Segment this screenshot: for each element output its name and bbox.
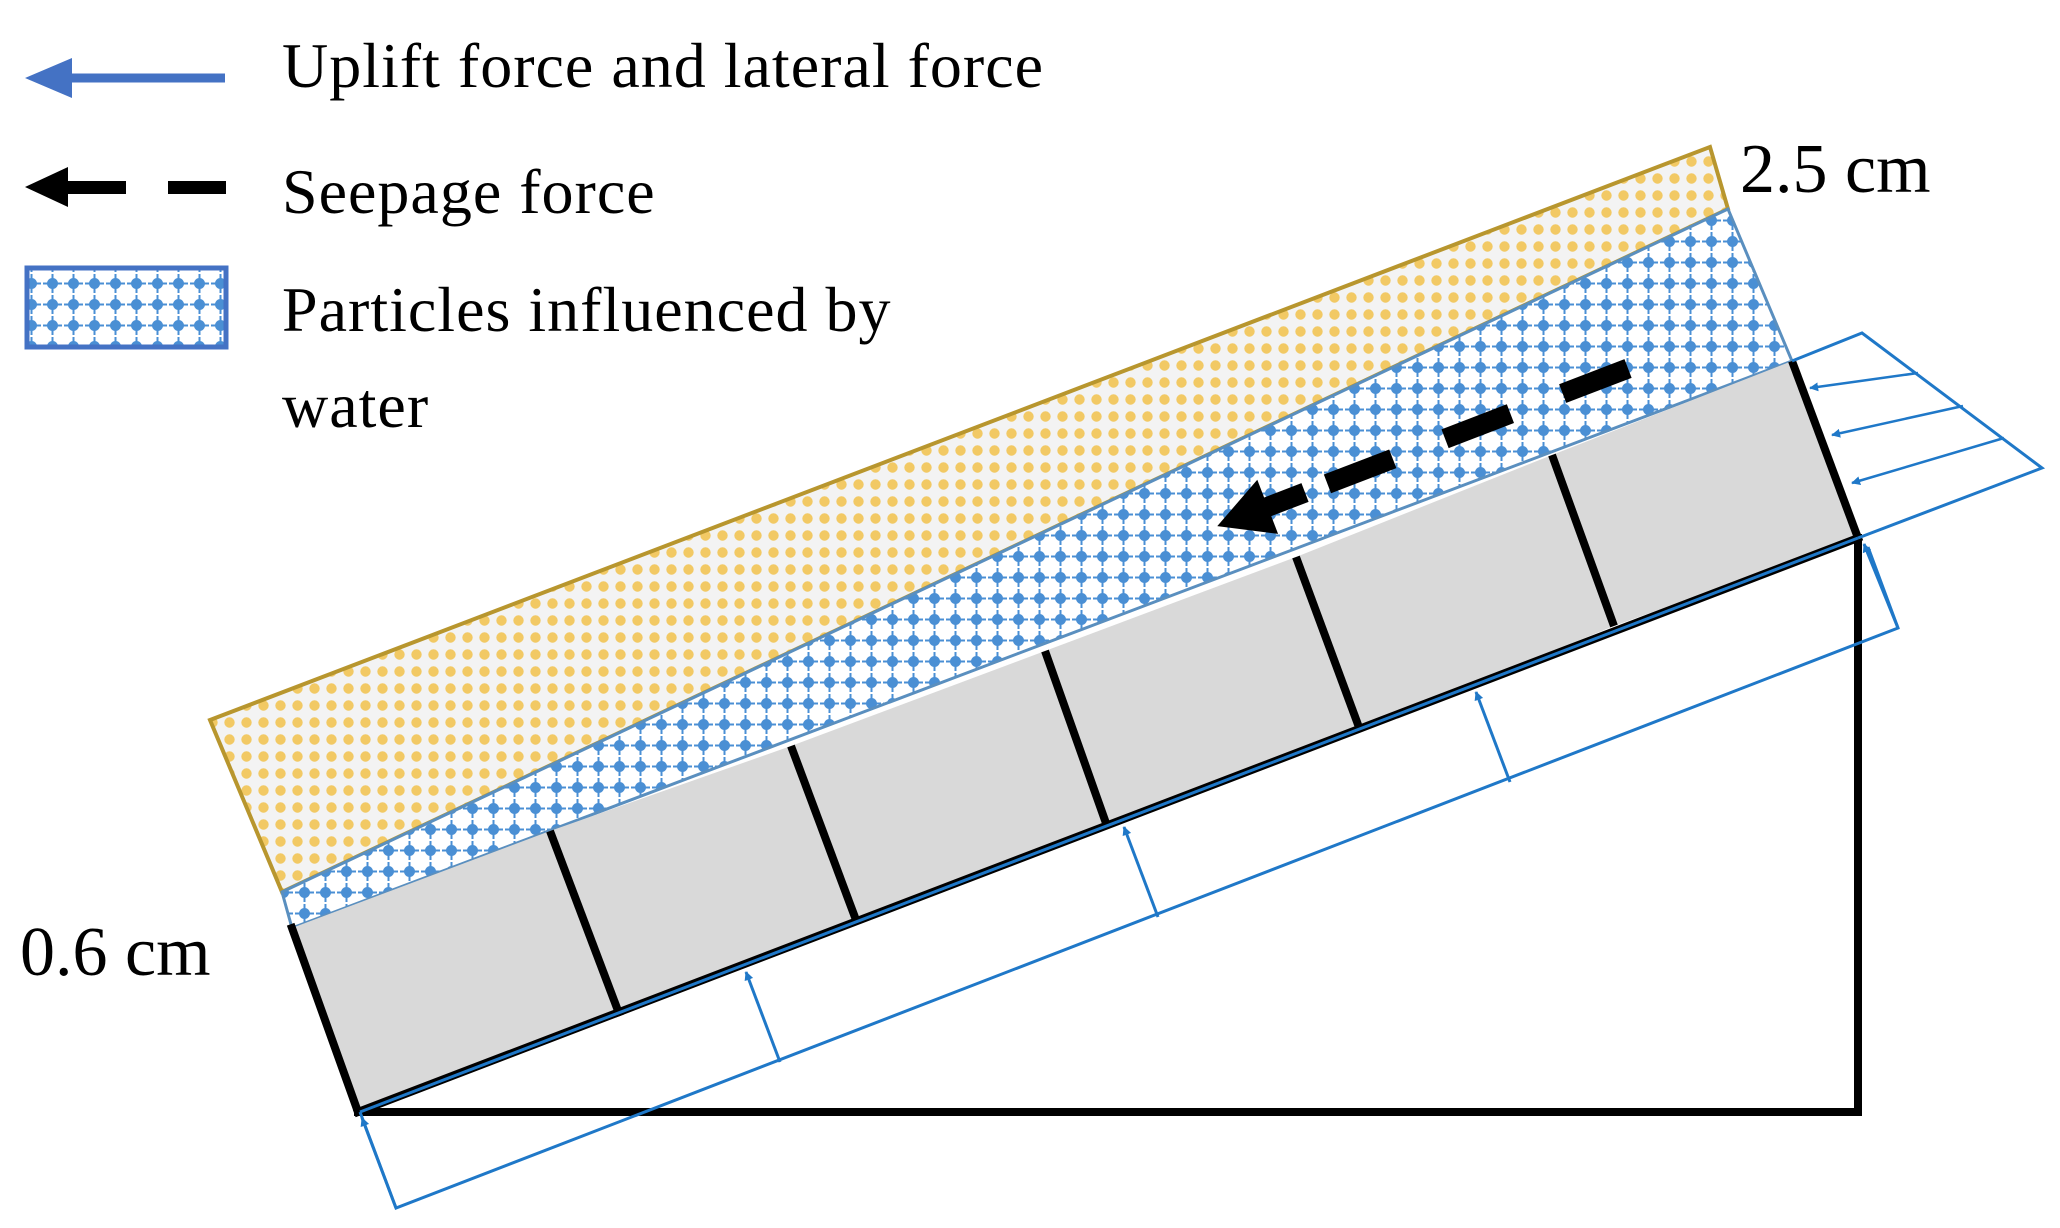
- solid-blue-arrow-icon: [25, 58, 225, 98]
- seepage-force-arrow: [1217, 359, 1632, 534]
- bottom-thickness-label: 0.6 cm: [20, 914, 211, 991]
- legend-label-uplift: Uplift force and lateral force: [282, 30, 1044, 101]
- legend-item-particles: Particles influenced by water: [24, 265, 891, 441]
- uplift-arrow-4: [1474, 691, 1512, 783]
- lateral-arrow-1: [1809, 371, 1919, 392]
- uplift-arrow-5: [1862, 543, 1900, 629]
- legend-item-seepage: Seepage force: [25, 156, 656, 227]
- lateral-arrow-2: [1831, 404, 1964, 438]
- legend-label-seepage: Seepage force: [282, 156, 656, 227]
- uplift-arrow-3: [1122, 826, 1160, 918]
- dotted-blue-swatch-icon: [24, 265, 229, 350]
- legend-label-particles-line1: Particles influenced by: [282, 274, 891, 345]
- block-5: [1296, 455, 1614, 730]
- legend: Uplift force and lateral force Seepage f…: [24, 30, 1044, 441]
- lateral-arrow-3: [1851, 436, 2005, 486]
- uplift-force-diagram: [358, 536, 1900, 1210]
- legend-item-uplift: Uplift force and lateral force: [25, 30, 1044, 101]
- dashed-black-arrow-icon: [25, 167, 226, 207]
- block-6: [1552, 361, 1858, 626]
- uplift-arrow-1: [360, 1117, 398, 1209]
- uplift-arrow-2: [744, 971, 782, 1063]
- top-thickness-label: 2.5 cm: [1740, 131, 1931, 208]
- legend-label-particles-line2: water: [282, 370, 429, 441]
- lateral-force-diagram: [1791, 331, 2046, 540]
